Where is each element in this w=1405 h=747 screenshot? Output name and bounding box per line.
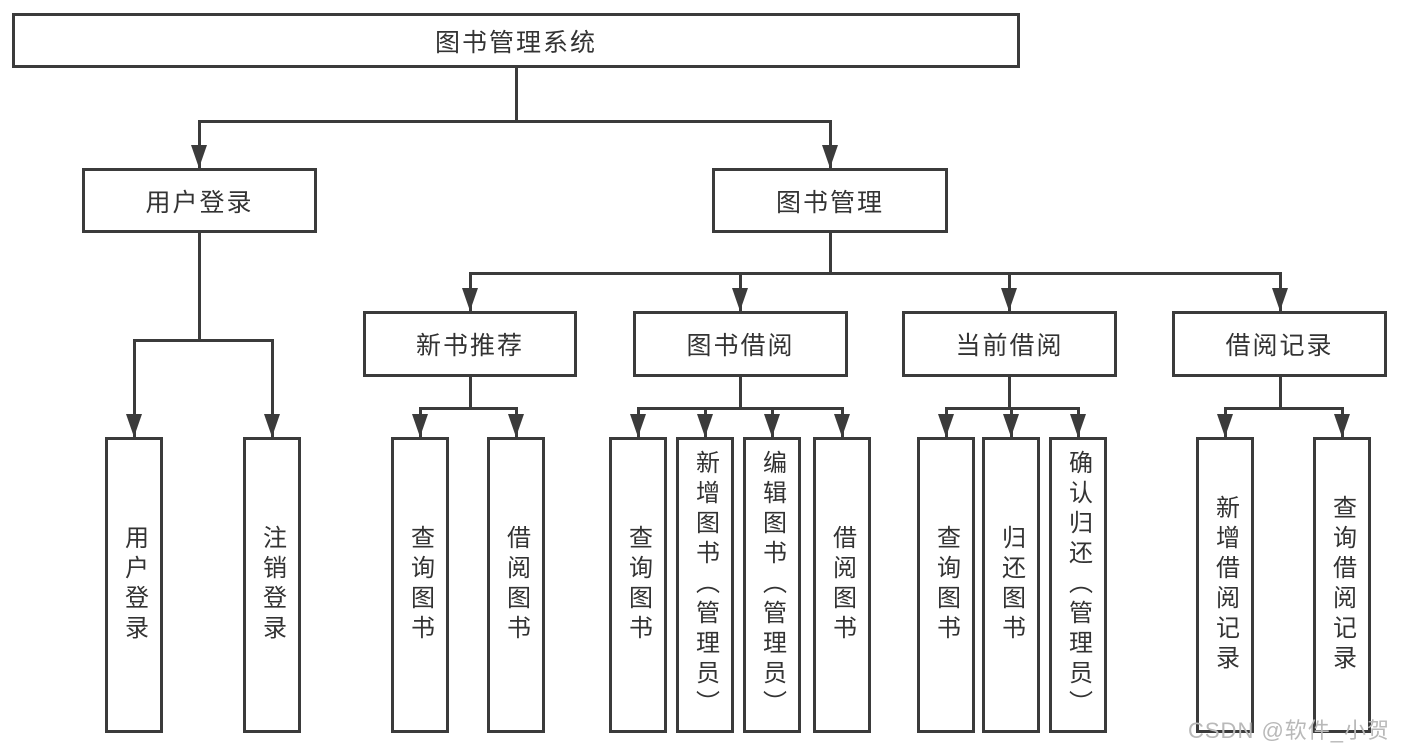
leaf-query-borrow-record: 查询借阅记录	[1313, 437, 1371, 733]
leaf-query-books-borrow: 查询图书	[609, 437, 667, 733]
node-book-management: 图书管理	[712, 168, 948, 233]
leaf-query-books-recommend: 查询图书	[391, 437, 449, 733]
node-borrow-records: 借阅记录	[1172, 311, 1387, 377]
arrowhead-icon	[1070, 414, 1086, 437]
csdn-watermark: CSDN @软件_小贺同学	[1188, 718, 1391, 743]
arrowhead-icon	[462, 288, 478, 311]
connector-line	[271, 339, 274, 437]
connector-line	[1279, 377, 1282, 407]
arrowhead-icon	[822, 145, 838, 168]
arrowhead-icon	[508, 414, 524, 437]
node-book-borrow: 图书借阅	[633, 311, 848, 377]
arrowhead-icon	[938, 414, 954, 437]
arrowhead-icon	[126, 414, 142, 437]
arrowhead-icon	[264, 414, 280, 437]
arrowhead-icon	[1272, 288, 1288, 311]
connector-line	[469, 272, 1281, 275]
connector-line	[133, 339, 273, 342]
arrowhead-icon	[834, 414, 850, 437]
connector-line	[419, 407, 517, 410]
leaf-add-borrow-record: 新增借阅记录	[1196, 437, 1254, 733]
arrowhead-icon	[1001, 288, 1017, 311]
connector-line	[637, 407, 843, 410]
node-user-login: 用户登录	[82, 168, 317, 233]
node-current-borrow: 当前借阅	[902, 311, 1117, 377]
connector-line	[198, 233, 201, 339]
arrowhead-icon	[630, 414, 646, 437]
connector-line	[469, 377, 472, 407]
leaf-edit-book-admin: 编辑图书（管理员）	[743, 437, 801, 733]
connector-line	[1224, 407, 1343, 410]
arrowhead-icon	[1334, 414, 1350, 437]
connector-line	[515, 68, 518, 120]
connector-line	[829, 233, 832, 272]
arrowhead-icon	[191, 145, 207, 168]
arrowhead-icon	[412, 414, 428, 437]
arrowhead-icon	[1003, 414, 1019, 437]
connector-line	[133, 339, 136, 437]
connector-line	[198, 120, 201, 168]
arrowhead-icon	[732, 288, 748, 311]
node-library-management-system: 图书管理系统	[12, 13, 1020, 68]
leaf-borrow-books-recommend: 借阅图书	[487, 437, 545, 733]
leaf-query-books-current: 查询图书	[917, 437, 975, 733]
connector-line	[829, 120, 832, 168]
connector-line	[1008, 377, 1011, 407]
leaf-add-book-admin: 新增图书（管理员）	[676, 437, 734, 733]
leaf-borrow-books: 借阅图书	[813, 437, 871, 733]
leaf-logout: 注销登录	[243, 437, 301, 733]
arrowhead-icon	[697, 414, 713, 437]
arrowhead-icon	[1217, 414, 1233, 437]
leaf-confirm-return-admin: 确认归还（管理员）	[1049, 437, 1107, 733]
connector-line	[198, 120, 831, 123]
node-new-book-recommend: 新书推荐	[363, 311, 577, 377]
arrowhead-icon	[764, 414, 780, 437]
connector-line	[739, 377, 742, 407]
leaf-user-login: 用户登录	[105, 437, 163, 733]
leaf-return-book: 归还图书	[982, 437, 1040, 733]
